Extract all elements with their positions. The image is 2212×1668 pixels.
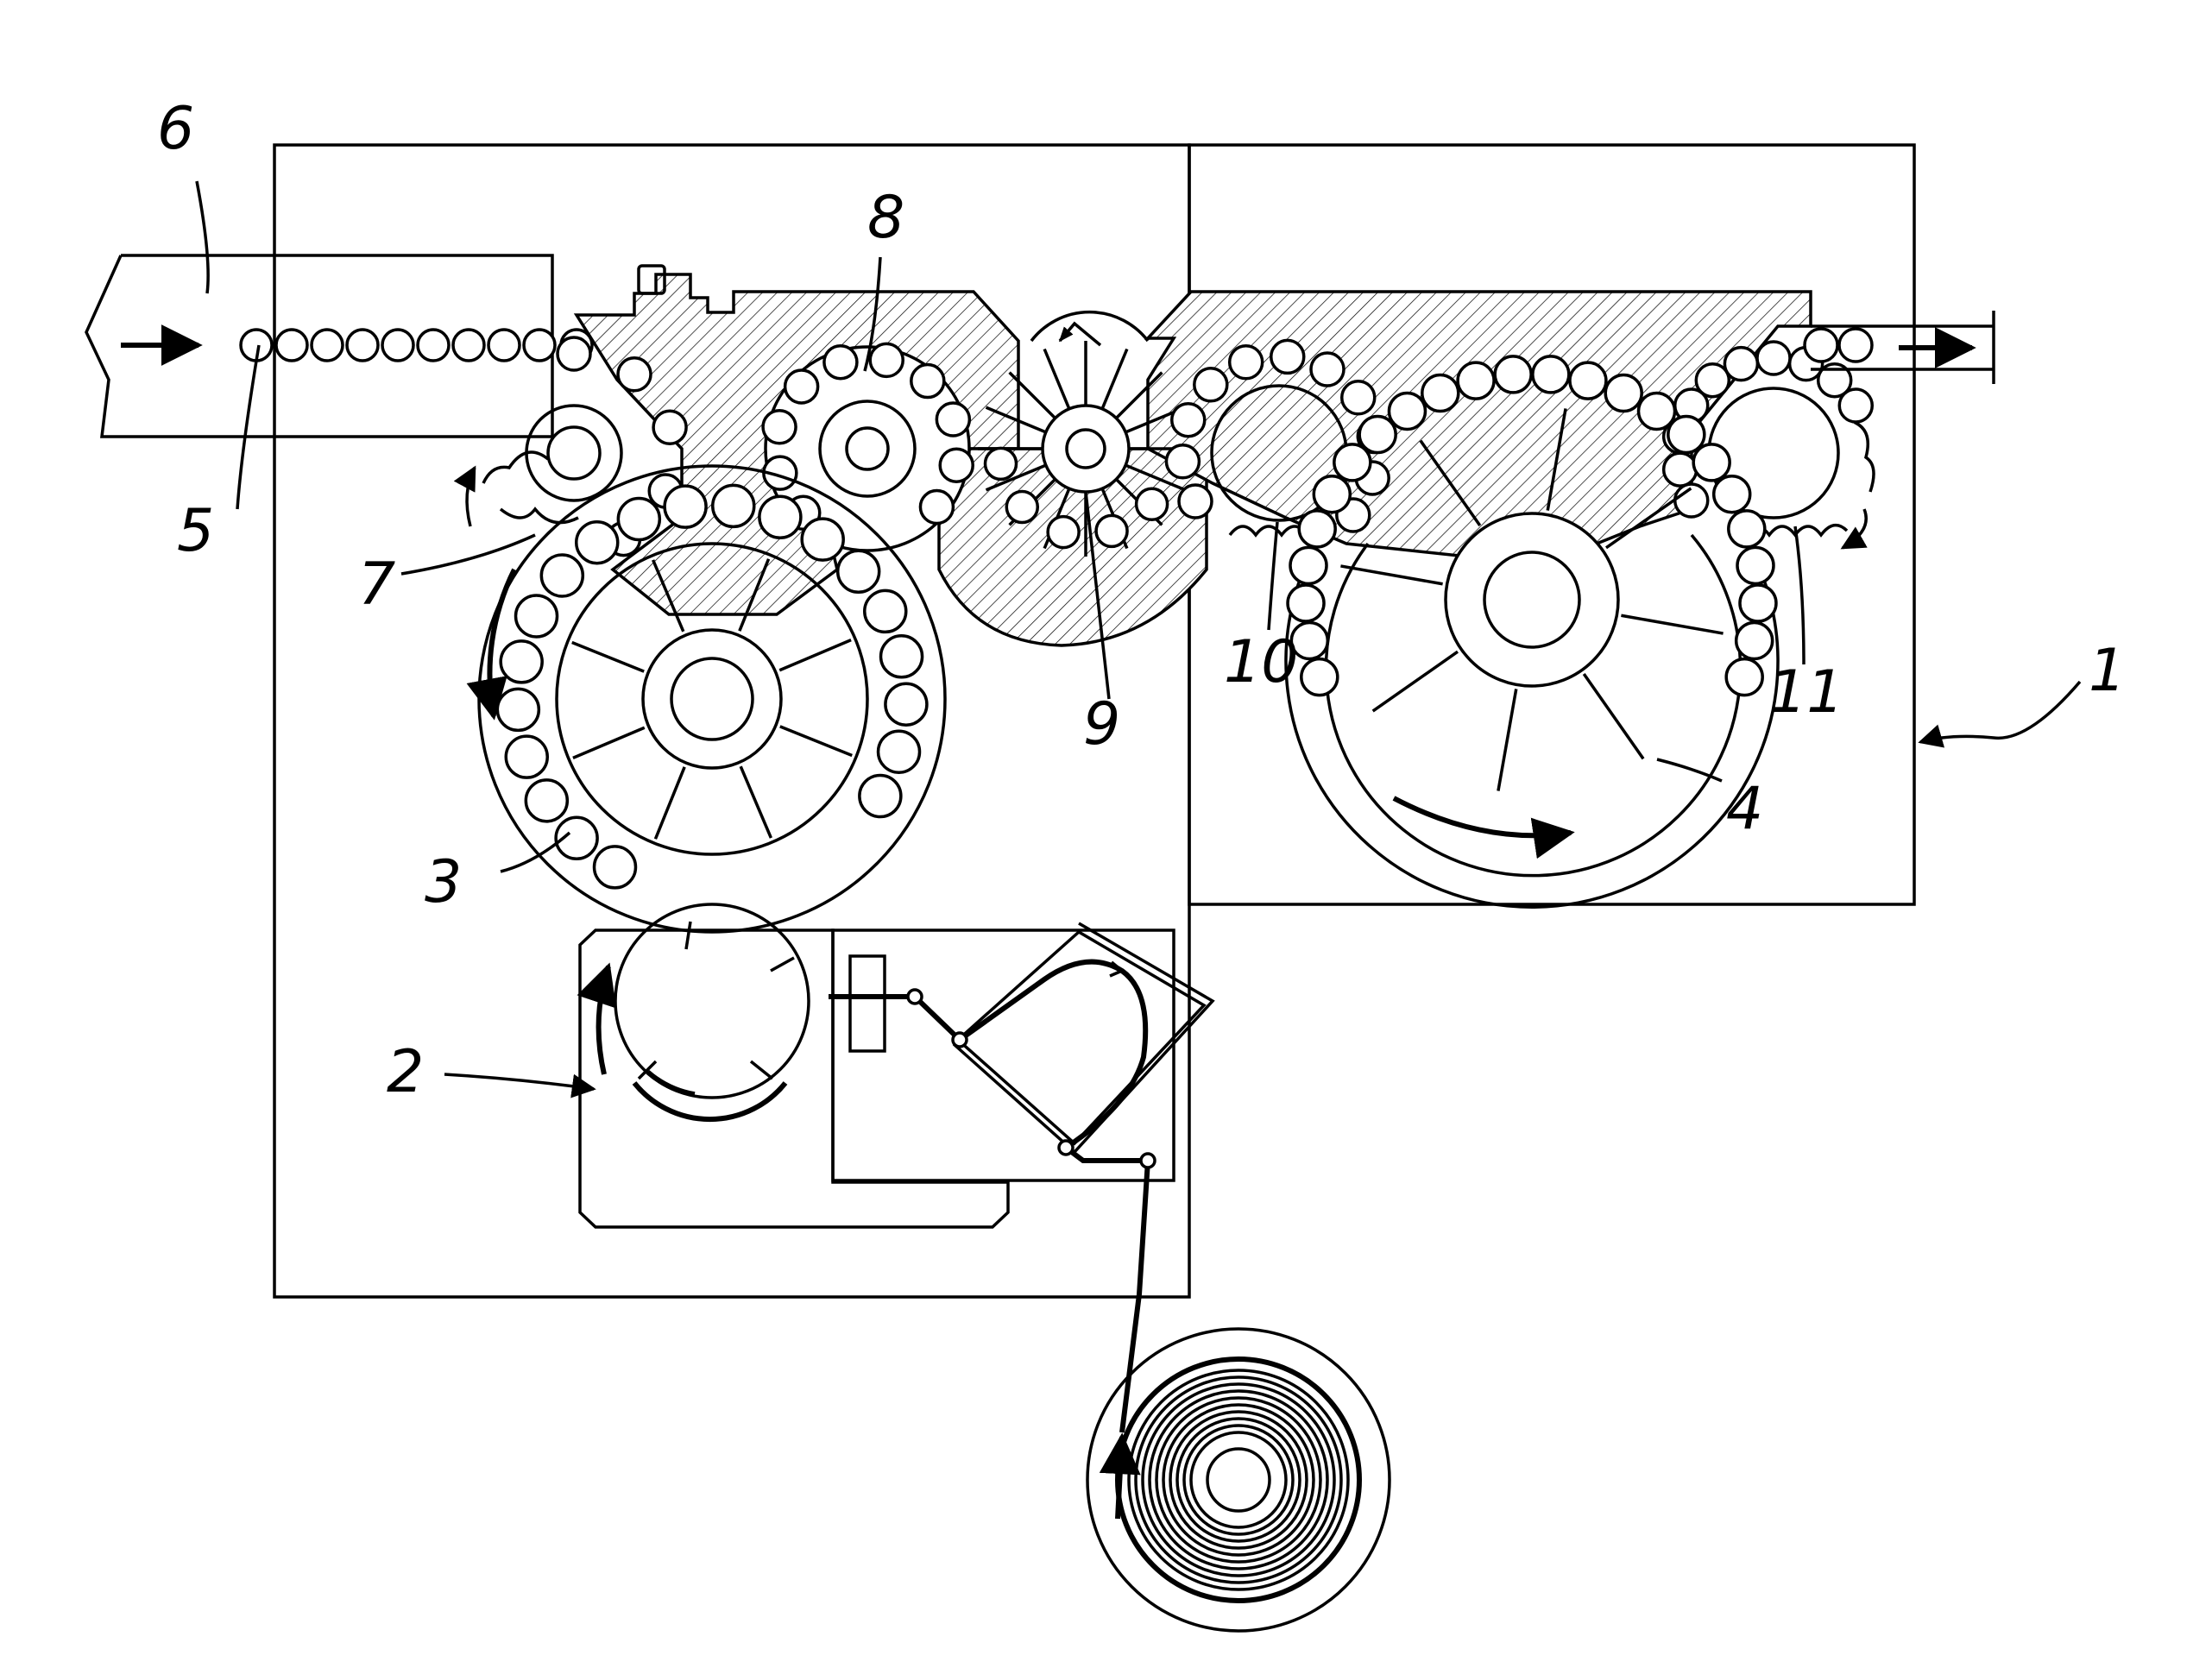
label-1: 1 bbox=[2089, 637, 2126, 705]
product bbox=[1048, 517, 1079, 548]
product bbox=[1605, 375, 1642, 411]
product bbox=[1166, 445, 1199, 478]
product bbox=[618, 499, 659, 540]
label-3: 3 bbox=[425, 848, 462, 916]
product bbox=[1757, 342, 1790, 375]
product bbox=[1194, 368, 1227, 401]
product bbox=[1006, 492, 1037, 523]
product bbox=[526, 780, 567, 821]
product bbox=[838, 551, 879, 592]
product bbox=[516, 595, 558, 637]
product bbox=[1805, 329, 1837, 362]
product bbox=[276, 330, 307, 361]
product bbox=[541, 555, 583, 596]
product bbox=[1096, 515, 1127, 546]
product bbox=[785, 370, 818, 403]
product bbox=[497, 689, 539, 730]
product bbox=[865, 590, 906, 632]
product bbox=[1314, 476, 1350, 513]
product bbox=[1729, 511, 1765, 547]
product bbox=[1533, 356, 1569, 393]
product bbox=[1495, 356, 1531, 393]
product bbox=[1137, 488, 1168, 519]
product bbox=[558, 337, 590, 370]
product bbox=[885, 683, 927, 725]
product bbox=[1693, 444, 1730, 481]
product bbox=[665, 486, 706, 527]
product bbox=[1172, 404, 1205, 437]
product bbox=[1271, 340, 1304, 373]
product bbox=[870, 343, 903, 376]
unit-2 bbox=[580, 904, 1213, 1432]
infeed-products bbox=[241, 330, 592, 361]
product bbox=[1389, 393, 1425, 429]
product bbox=[595, 847, 636, 888]
product bbox=[1664, 453, 1697, 486]
product bbox=[577, 522, 618, 563]
product bbox=[860, 776, 901, 817]
product bbox=[1570, 362, 1606, 399]
product bbox=[418, 330, 449, 361]
product bbox=[524, 330, 555, 361]
product bbox=[453, 330, 484, 361]
product bbox=[1726, 659, 1762, 696]
right-guide-block bbox=[1148, 292, 1811, 557]
wheel-7 bbox=[467, 406, 621, 526]
product bbox=[1311, 353, 1344, 386]
product bbox=[763, 411, 796, 444]
product bbox=[501, 641, 542, 683]
product bbox=[911, 365, 944, 398]
product bbox=[1301, 659, 1338, 696]
product bbox=[1359, 417, 1396, 453]
product bbox=[986, 448, 1017, 479]
product bbox=[940, 449, 973, 482]
label-6: 6 bbox=[157, 95, 194, 163]
product bbox=[488, 330, 520, 361]
label-2: 2 bbox=[387, 1038, 424, 1106]
product bbox=[1740, 585, 1776, 621]
product bbox=[713, 485, 754, 526]
product bbox=[1179, 485, 1212, 518]
label-10: 10 bbox=[1224, 628, 1299, 696]
product bbox=[1288, 585, 1324, 621]
product bbox=[802, 519, 843, 560]
product bbox=[881, 636, 923, 677]
label-9: 9 bbox=[1083, 690, 1120, 758]
product bbox=[1299, 511, 1335, 547]
product bbox=[824, 346, 857, 379]
product bbox=[1668, 417, 1705, 453]
product bbox=[1422, 375, 1459, 411]
label-11: 11 bbox=[1769, 658, 1844, 727]
label-7: 7 bbox=[358, 551, 395, 619]
product bbox=[1839, 329, 1872, 362]
product bbox=[1737, 547, 1774, 583]
product bbox=[1342, 381, 1375, 414]
product bbox=[506, 736, 547, 777]
product bbox=[1290, 547, 1327, 583]
product bbox=[1724, 348, 1757, 381]
label-8: 8 bbox=[867, 184, 904, 252]
product bbox=[1736, 622, 1773, 658]
product bbox=[1230, 346, 1263, 379]
product bbox=[920, 490, 953, 523]
product bbox=[1334, 444, 1371, 481]
product bbox=[1714, 476, 1750, 513]
product bbox=[1639, 393, 1675, 429]
product bbox=[653, 411, 686, 444]
product bbox=[1458, 362, 1494, 399]
product bbox=[936, 403, 969, 436]
product bbox=[382, 330, 413, 361]
label-5: 5 bbox=[177, 497, 214, 565]
product bbox=[759, 496, 801, 538]
product bbox=[1839, 389, 1872, 422]
product bbox=[347, 330, 378, 361]
film-reel bbox=[1087, 1329, 1390, 1631]
product bbox=[879, 731, 920, 772]
product bbox=[618, 358, 651, 391]
product bbox=[312, 330, 343, 361]
label-4: 4 bbox=[1726, 775, 1763, 843]
